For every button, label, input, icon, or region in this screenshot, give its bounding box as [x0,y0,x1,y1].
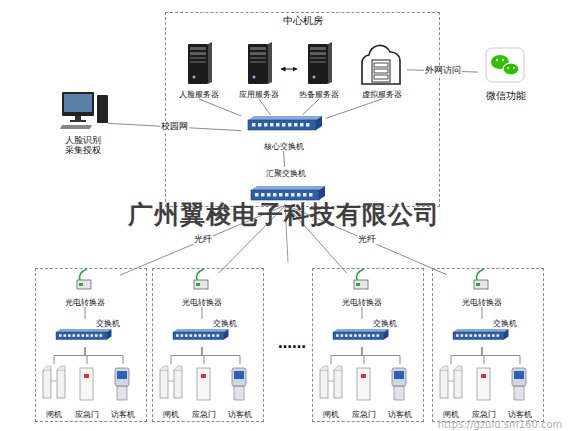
connector-line [302,99,319,115]
node-label: 访客机 [210,410,270,419]
switch-icon [251,186,325,200]
edge-label: 光纤 [357,235,377,244]
node-label: 交换机 [493,319,517,328]
connector-line [331,347,362,364]
connector-line [259,99,271,115]
connector-line [326,99,382,118]
turnstile-gate: 闸机 [155,364,187,419]
connector-line [202,307,203,319]
edge-label: 外网访问 [424,66,462,75]
core-switch: 核心交换机 [241,115,326,151]
access-zone: 光电转换器交换机闸机应急门访客机 [432,268,544,422]
connector-line [199,99,241,116]
access-switch: 交换机 [447,319,517,347]
access-icons [43,269,129,400]
node-label: 光电转换器 [38,298,132,307]
access-icons [320,269,406,400]
access-icons [160,269,246,400]
emergency-door: 应急门 [71,364,103,419]
connector-line [54,347,85,364]
connector-line [362,347,400,364]
access-switch: 交换机 [50,319,120,347]
node-label: 应急门 [336,410,392,419]
pc-icon [60,92,108,129]
media-converter: 光电转换器 [167,273,237,307]
visitor-kiosk: 访客机 [105,364,141,419]
emergency-door: 应急门 [348,364,380,419]
node-label: 光电转换器 [155,298,249,307]
node-label: 应急门 [59,410,115,419]
node-label: 人脸识别 采集授权 [58,136,108,156]
node-label: 汇聚交换机 [234,169,338,178]
cloud-server-icon [362,45,400,84]
node-label: 闸机 [303,410,359,419]
node-label: 应急门 [456,410,512,419]
watermark-url: https://gzuiu.sm160.com [438,419,563,430]
node-label: 闸机 [423,410,479,419]
connector-line [482,307,483,319]
visitor-kiosk: 访客机 [382,364,418,419]
watermark: 广州翼梭电子科技有限公司 [128,198,440,231]
node-label: 微信功能 [466,90,546,102]
node-label: 核心交换机 [229,142,338,151]
node-label: 闸机 [26,410,82,419]
node-label: 光电转换器 [315,298,409,307]
node-label: 人脸服务器 [165,90,233,99]
server-icon [308,42,332,84]
edge-label: 光纤 [193,235,213,244]
node-label: 交换机 [96,319,120,328]
access-switch: 交换机 [327,319,397,347]
node-label: 虚拟服务器 [345,90,419,99]
server-node: 应用服务器 [237,39,281,99]
media-converter: 光电转换器 [447,273,517,307]
node-label: 闸机 [143,410,199,419]
zone-title: 中心机房 [154,15,451,27]
server-node: 热备服务器 [297,39,341,99]
node-label: 访客机 [370,410,430,419]
node-label: 光电转换器 [435,298,529,307]
ellipsis-mark: …… [278,335,306,351]
connector-line [284,151,285,167]
server-node: 人脸服务器 [177,39,221,99]
aggregation-switch: 汇聚交换机 [246,167,326,205]
server-icon [188,42,212,84]
connector-line [482,347,520,364]
access-zone: 光电转换器交换机闸机应急门访客机 [152,268,264,422]
connector-line [451,347,482,364]
server-node: 虚拟服务器 [357,39,407,99]
node-label: 应用服务器 [225,90,293,99]
media-converter: 光电转换器 [327,273,397,307]
node-label: 交换机 [213,319,237,328]
connector-line [362,307,363,319]
edge-label: 校园网 [160,122,189,131]
access-zone: 光电转换器交换机闸机应急门访客机 [312,268,424,422]
access-zone: 光电转换器交换机闸机应急门访客机 [35,268,147,422]
connector-line [281,69,297,70]
wechat-icon [486,48,524,82]
turnstile-gate: 闸机 [315,364,347,419]
node-label: 应急门 [176,410,232,419]
access-switch: 交换机 [167,319,237,347]
emergency-door: 应急门 [468,364,500,419]
server-room-zone: 中心机房人脸服务器应用服务器热备服务器虚拟服务器核心交换机汇聚交换机 [165,12,440,207]
emergency-door: 应急门 [188,364,220,419]
access-icons [440,269,526,400]
switch-icon [248,116,322,130]
wechat-node: 微信功能 [478,45,534,101]
node-label: 访客机 [490,410,550,419]
node-label: 交换机 [373,319,397,328]
node-label: 访客机 [93,410,153,419]
pc-node: 人脸识别 采集授权 [58,88,108,156]
connector-line [171,347,202,364]
connector-line [85,347,123,364]
server-icon [248,42,272,84]
visitor-kiosk: 访客机 [222,364,258,419]
turnstile-gate: 闸机 [435,364,467,419]
media-converter: 光电转换器 [50,273,120,307]
connector-line [85,307,86,319]
visitor-kiosk: 访客机 [502,364,538,419]
node-label: 热备服务器 [285,90,353,99]
connector-line [202,347,240,364]
turnstile-gate: 闸机 [38,364,70,419]
